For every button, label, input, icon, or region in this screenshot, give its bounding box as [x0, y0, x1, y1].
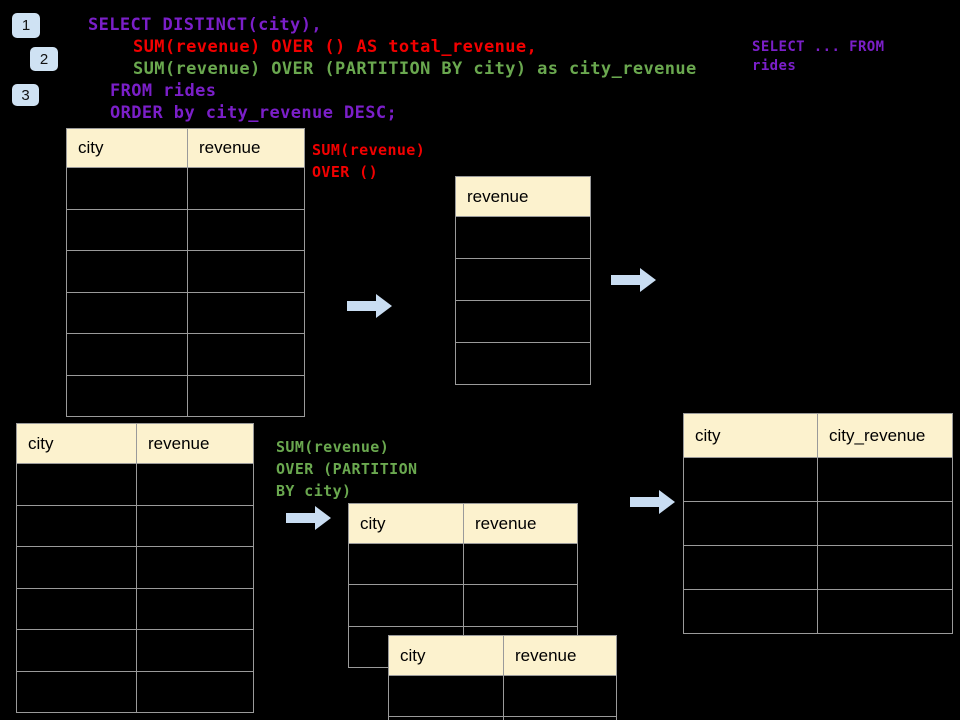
sql-line-sum-over: SUM(revenue) OVER () AS total_revenue,: [133, 37, 538, 57]
table-cell-empty: [187, 333, 304, 375]
total-revenue-label-line-2: OVER (): [312, 163, 379, 181]
column-header-revenue: revenue: [503, 635, 616, 675]
table-cell-empty: [455, 300, 590, 342]
table-cell-empty: [817, 545, 952, 589]
column-header-revenue: revenue: [187, 128, 304, 167]
table-cell-empty: [16, 587, 136, 629]
column-header-revenue: revenue: [136, 423, 253, 463]
table-cell-empty: [455, 342, 590, 384]
table-cell-empty: [817, 457, 952, 501]
sql-line-select: SELECT DISTINCT(city),: [88, 15, 322, 35]
table-cell-empty: [683, 457, 817, 501]
table-cell-empty: [187, 167, 304, 209]
table-cell-empty: [348, 584, 463, 626]
table-cell-empty: [66, 250, 187, 292]
table-cell-empty: [455, 258, 590, 300]
partition-label-line-3: BY city): [276, 482, 352, 500]
table-cell-empty: [16, 463, 136, 505]
sql-line-order-by: ORDER by city_revenue DESC;: [110, 103, 398, 123]
table-cell-empty: [683, 589, 817, 633]
table-cell-empty: [187, 250, 304, 292]
arrow-from-total-revenue-icon: [611, 268, 656, 292]
arrow-to-city-revenue-result-icon: [630, 490, 675, 514]
column-header-revenue: revenue: [455, 176, 590, 216]
table-cell-empty: [817, 501, 952, 545]
side-note-line-1: SELECT ... FROM: [752, 39, 885, 55]
table-cell-empty: [16, 670, 136, 712]
table-cell-empty: [66, 333, 187, 375]
table-cell-empty: [348, 543, 463, 585]
table-cell-empty: [388, 716, 503, 720]
table-cell-empty: [66, 167, 187, 209]
side-note-line-2: rides: [752, 58, 797, 74]
table-cell-empty: [683, 501, 817, 545]
table-cell-empty: [388, 675, 503, 716]
table-cell-empty: [136, 546, 253, 588]
table-cell-empty: [817, 589, 952, 633]
column-header-city_revenue: city_revenue: [817, 413, 952, 457]
table-cell-empty: [66, 291, 187, 333]
sql-line-from: FROM rides: [110, 81, 217, 101]
table-cell-empty: [66, 374, 187, 416]
table-cell-empty: [16, 629, 136, 671]
step-badge-1: 1: [12, 13, 40, 38]
table-cell-empty: [187, 208, 304, 250]
column-header-city: city: [16, 423, 136, 463]
table-cell-empty: [136, 670, 253, 712]
table-cell-empty: [463, 584, 577, 626]
column-header-city: city: [683, 413, 817, 457]
column-header-city: city: [348, 503, 463, 543]
step-badge-2: 2: [30, 47, 58, 71]
table-cell-empty: [187, 291, 304, 333]
table-cell-empty: [455, 216, 590, 258]
table-cell-empty: [503, 716, 616, 720]
partition-label-line-1: SUM(revenue): [276, 438, 390, 456]
arrow-to-total-revenue-icon: [347, 294, 392, 318]
sql-line-sum-partition: SUM(revenue) OVER (PARTITION BY city) as…: [133, 59, 697, 79]
table-cell-empty: [187, 374, 304, 416]
table-cell-empty: [136, 629, 253, 671]
table-total-revenue-result: revenue: [455, 176, 591, 385]
table-cell-empty: [66, 208, 187, 250]
partition-label-line-2: OVER (PARTITION: [276, 460, 418, 478]
column-header-city: city: [388, 635, 503, 675]
table-cell-empty: [683, 545, 817, 589]
table-cell-empty: [16, 504, 136, 546]
table-cell-empty: [136, 504, 253, 546]
column-header-revenue: revenue: [463, 503, 577, 543]
total-revenue-label-line-1: SUM(revenue): [312, 141, 426, 159]
column-header-city: city: [66, 128, 187, 167]
table-cell-empty: [463, 543, 577, 585]
table-cell-empty: [16, 546, 136, 588]
table-cell-empty: [136, 463, 253, 505]
arrow-to-partition-tables-icon: [286, 506, 331, 530]
table-cell-empty: [136, 587, 253, 629]
table-cell-empty: [503, 675, 616, 716]
step-badge-3: 3: [12, 84, 39, 106]
